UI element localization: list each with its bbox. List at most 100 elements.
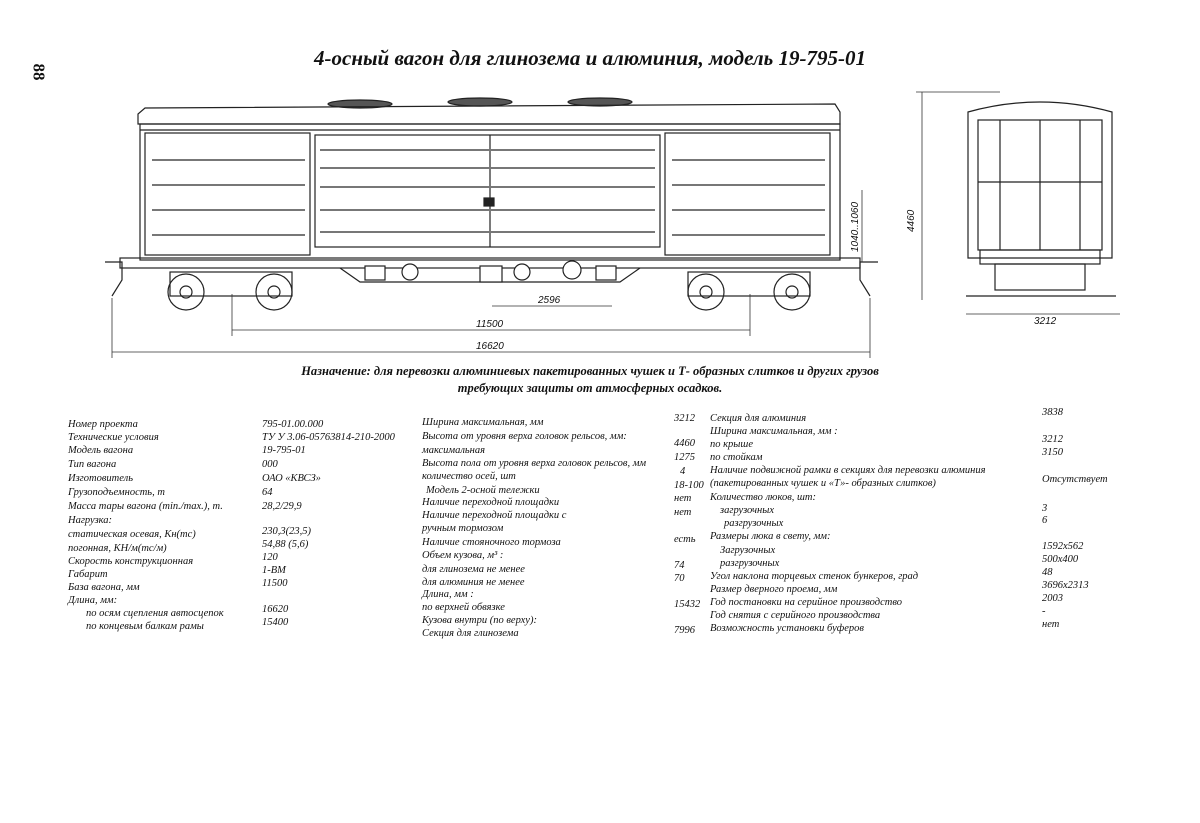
purpose-line-1: Назначение: для перевозки алюминиевых па… — [301, 364, 879, 378]
dim-3212: 3212 — [1034, 316, 1057, 327]
spec-label: Объем кузова, м³ : — [422, 550, 504, 561]
spec-value: нет — [674, 507, 692, 518]
spec-value: 18-100 — [674, 480, 704, 491]
spec-value: 7996 — [674, 625, 695, 636]
spec-value: ОАО «КВСЗ» — [262, 473, 321, 484]
spec-label: Технические условия — [68, 432, 159, 443]
spec-label: по концевым балкам рамы — [86, 621, 204, 632]
spec-label: Наличие переходной площадки — [422, 497, 560, 508]
spec-label: Размеры люка в свету, мм: — [710, 531, 831, 542]
spec-value: 4460 — [674, 438, 695, 449]
spec-label: Ширина максимальная, мм — [422, 417, 544, 428]
spec-value: нет — [1042, 619, 1060, 630]
spec-label: Модель вагона — [68, 445, 134, 456]
purpose-block: Назначение: для перевозки алюминиевых па… — [240, 363, 940, 397]
spec-value: 3212 — [1042, 434, 1063, 445]
spec-value: 3212 — [674, 413, 695, 424]
dim-11500: 11500 — [476, 319, 504, 330]
spec-label: Модель 2-осной тележки — [426, 485, 540, 496]
spec-label: Нагрузка: — [68, 515, 113, 526]
spec-value: 70 — [674, 573, 685, 584]
spec-label: Наличие подвижной рамки в секциях для пе… — [710, 465, 986, 476]
spec-label: Секция для глинозема — [422, 628, 519, 639]
spec-label: Год постановки на серийное производство — [710, 597, 903, 608]
frame-details — [364, 260, 617, 283]
left-door — [144, 132, 311, 256]
spec-value: 795-01.00.000 — [262, 419, 324, 430]
spec-label: по крыше — [710, 439, 753, 450]
spec-label: Кузова внутри (по верху): — [422, 615, 537, 626]
roof-outline — [137, 103, 841, 125]
spec-label: Длина, мм: — [68, 595, 118, 606]
center-section — [314, 134, 661, 248]
spec-label: Размер дверного проема, мм — [710, 584, 838, 595]
spec-value: 28,2/29,9 — [262, 501, 302, 512]
spec-value: 16620 — [262, 604, 289, 615]
spec-value: 1275 — [674, 452, 695, 463]
dim-2596: 2596 — [537, 295, 561, 306]
dim-16620: 16620 — [476, 341, 504, 352]
dim-4460: 4460 — [906, 209, 917, 232]
spec-label: по стойкам — [710, 452, 763, 463]
right-door — [664, 132, 831, 256]
roof-hatches — [327, 97, 633, 109]
spec-value: 6 — [1042, 515, 1048, 526]
spec-value: 120 — [262, 552, 278, 563]
left-bogie — [167, 271, 293, 311]
spec-value: 19-795-01 — [262, 445, 306, 456]
spec-label: загрузочных — [720, 505, 775, 516]
spec-value: 48 — [1042, 567, 1053, 578]
spec-label: статическая осевая, Кн(тс) — [68, 529, 196, 540]
spec-label: Загрузочных — [720, 545, 776, 556]
spec-label: Количество люков, шт: — [710, 492, 817, 503]
spec-label: погонная, КН/м(тс/м) — [68, 543, 167, 554]
spec-label: Скорость конструкционная — [68, 556, 194, 567]
spec-label: Изготовитель — [68, 473, 134, 484]
spec-label: Год снятия с серийного производства — [710, 610, 881, 621]
spec-value: нет — [674, 493, 692, 504]
spec-label: количество осей, шт — [422, 471, 516, 482]
spec-label: Длина, мм : — [422, 589, 474, 600]
spec-value: есть — [674, 534, 696, 545]
spec-label: максимальная — [422, 445, 486, 456]
spec-value: - — [1042, 606, 1046, 617]
spec-value: 1592х562 — [1042, 541, 1084, 552]
spec-value: 15400 — [262, 617, 289, 628]
right-bogie — [687, 271, 811, 311]
spec-label: Грузоподъемность, т — [68, 487, 165, 498]
spec-value: 64 — [262, 487, 273, 498]
spec-label: для глинозема не менее — [422, 564, 525, 575]
spec-label: База вагона, мм — [68, 582, 140, 593]
spec-value: 74 — [674, 560, 685, 571]
spec-label: Высота от уровня верха головок рельсов, … — [422, 431, 627, 442]
page-title: 4-осный вагон для глинозема и алюминия, … — [314, 46, 866, 70]
spec-label: по осям сцепления автосцепок — [86, 608, 224, 619]
spec-value: 500х400 — [1042, 554, 1079, 565]
spec-label: Высота пола от уровня верха головок рель… — [422, 458, 647, 469]
spec-label: для алюминия не менее — [422, 577, 525, 588]
spec-label: Тип вагона — [68, 459, 117, 470]
spec-value: 000 — [262, 459, 278, 470]
spec-value: 230,3(23,5) — [262, 526, 311, 537]
spec-value: ТУ У 3.06-05763814-210-2000 — [262, 432, 395, 443]
left-coupler — [105, 261, 123, 297]
purpose-line-2: требующих защиты от атмосферных осадков. — [457, 381, 723, 395]
spec-value: 11500 — [262, 578, 288, 589]
spec-value: 1-ВМ — [262, 565, 286, 576]
spec-label: разгрузочных — [720, 558, 780, 569]
spec-label: Угол наклона торцевых стенок бункеров, г… — [710, 571, 919, 582]
spec-label: Ширина максимальная, мм : — [710, 426, 838, 437]
spec-value: 4 — [680, 466, 686, 477]
spec-value: 3838 — [1042, 407, 1063, 418]
dim-1040-1060: 1040..1060 — [850, 202, 861, 252]
end-view — [966, 101, 1116, 297]
spec-value: 15432 — [674, 599, 701, 610]
spec-label: Секция для алюминия — [710, 413, 807, 424]
dimension-lines — [111, 91, 1120, 358]
spec-label: по верхней обвязке — [422, 602, 505, 613]
spec-label: Габарит — [68, 569, 108, 580]
spec-label: Наличие переходной площадки с — [422, 510, 567, 521]
spec-label: Номер проекта — [68, 419, 138, 430]
spec-value: 3150 — [1042, 447, 1063, 458]
